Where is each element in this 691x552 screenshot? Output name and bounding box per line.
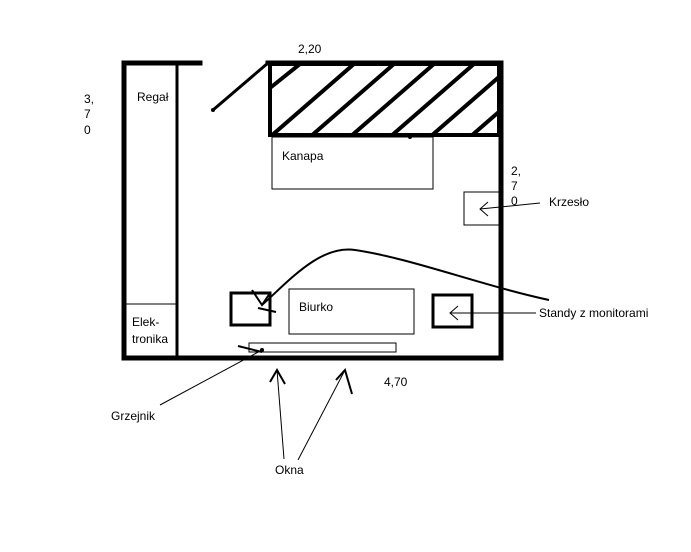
radiator-tick <box>237 345 263 353</box>
windows-label: Okna <box>275 463 304 477</box>
electronics-box <box>125 303 178 357</box>
chair <box>463 191 500 226</box>
desk <box>288 288 415 335</box>
monitor-stands-label: Standy z monitorami <box>539 306 648 320</box>
dimension-right-3: 0 <box>511 194 518 208</box>
hatched-area <box>268 62 501 139</box>
sofa <box>271 136 434 190</box>
radiator-label: Grzejnik <box>111 409 156 423</box>
monitor-left-arrow-head <box>251 289 271 307</box>
monitor-left-tick <box>257 307 277 313</box>
electronics-label-line2: tronika <box>132 332 168 346</box>
dimension-right-1: 2, <box>511 164 521 178</box>
dimension-left-3: 0 <box>84 123 91 137</box>
door-hinge <box>211 108 215 112</box>
electronics-label-line1: Elek- <box>132 315 159 329</box>
chair-arrow-head <box>479 201 489 217</box>
dimension-left-1: 3, <box>84 92 94 106</box>
monitor-stand-right <box>431 293 474 329</box>
chair-label: Krzesło <box>549 195 589 209</box>
monitor-curve <box>261 248 550 306</box>
window-arrow-right <box>297 369 346 461</box>
chair-arrow-line <box>479 202 541 210</box>
dimension-right-2: 7 <box>511 179 518 193</box>
window-arrow-right-head <box>335 367 353 395</box>
radiator <box>248 342 397 353</box>
door-line <box>212 61 269 112</box>
monitor-right-arrow-head <box>449 305 459 321</box>
desk-label: Biurko <box>299 300 333 314</box>
window-arrow-left-head <box>269 368 286 385</box>
dimension-bottom: 4,70 <box>384 375 408 389</box>
dimension-left-2: 7 <box>84 107 91 121</box>
sofa-label: Kanapa <box>282 149 324 163</box>
monitor-stand-left <box>229 291 272 327</box>
window-arrow-left <box>276 369 285 460</box>
radiator-pointer <box>159 349 263 406</box>
dimension-top: 2,20 <box>298 42 322 56</box>
shelf-label: Regał <box>137 90 169 104</box>
